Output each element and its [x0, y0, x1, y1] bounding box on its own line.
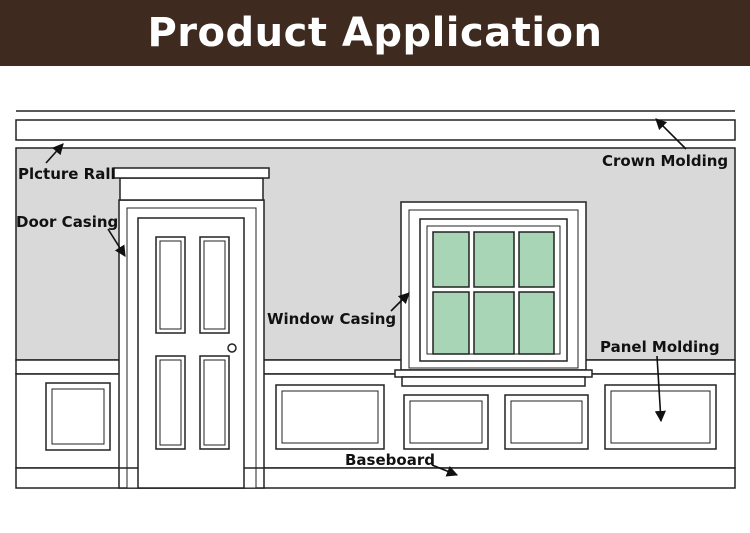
- panel-molding-label: Panel Molding: [600, 338, 720, 356]
- window-pane: [473, 231, 515, 288]
- baseboard-label: Baseboard: [345, 451, 435, 469]
- door-knob: [227, 343, 237, 353]
- title-banner: Product Application: [0, 0, 750, 66]
- window-pane: [518, 291, 555, 355]
- door-casing-arrow: [107, 228, 126, 257]
- window-casing-label: Window Casing: [267, 310, 396, 328]
- crown-molding-label: Crown Molding: [602, 152, 728, 170]
- crown-molding: [15, 119, 736, 141]
- crown-molding-arrow: [655, 118, 687, 150]
- window-apron: [401, 376, 586, 387]
- window-pane: [432, 291, 470, 355]
- window-pane: [518, 231, 555, 288]
- picture-rail-arrow: [45, 143, 64, 164]
- window-sill: [394, 369, 593, 378]
- window-pane: [473, 291, 515, 355]
- window-casing-arrow: [390, 292, 410, 312]
- page-title: Product Application: [147, 10, 603, 56]
- door-pediment: [119, 177, 264, 201]
- window-pane: [432, 231, 470, 288]
- picture-rail-label: Plcture Rall: [18, 165, 116, 183]
- door-cap: [113, 167, 270, 179]
- panel-molding-arrow: [654, 355, 666, 423]
- wall-molding-diagram: Plcture Rall Crown Molding Door Casing W…: [15, 110, 736, 489]
- door-casing-label: Door Casing: [16, 213, 118, 231]
- baseboard-arrow: [431, 464, 459, 477]
